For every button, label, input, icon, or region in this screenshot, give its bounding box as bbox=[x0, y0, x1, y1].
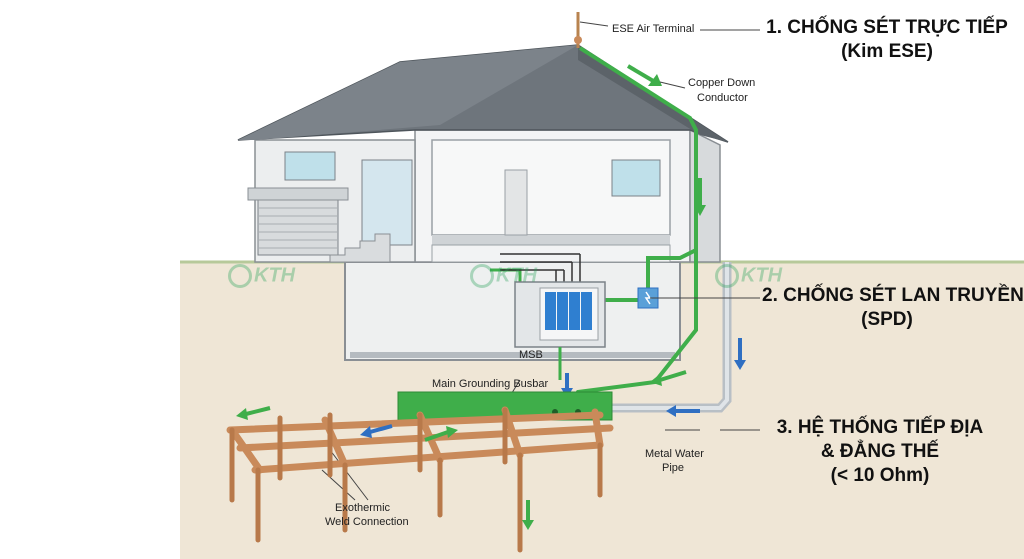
label-water-pipe-1: Metal Water bbox=[645, 448, 704, 460]
arrow-down-conductor-1 bbox=[626, 64, 657, 84]
label-weld-2: Weld Connection bbox=[325, 516, 409, 528]
garage-door bbox=[257, 199, 339, 256]
watermark-left: KTH bbox=[228, 264, 295, 288]
spd-modules bbox=[545, 292, 592, 330]
arrow-green-left bbox=[659, 370, 687, 382]
window-right bbox=[611, 159, 661, 197]
heading-surge-protection: 2. CHỐNG SÉT LAN TRUYỀN (SPD) bbox=[762, 284, 1024, 332]
heading-2-line-2: (SPD) bbox=[861, 309, 913, 330]
label-main-grounding-busbar: Main Grounding Busbar bbox=[432, 378, 549, 390]
heading-3-line-2: & ĐẲNG THẾ bbox=[820, 441, 940, 462]
heading-2-line-1: 2. CHỐNG SÉT LAN TRUYỀN bbox=[762, 285, 1024, 306]
label-msb: MSB bbox=[519, 349, 543, 361]
arrow-grid-left bbox=[245, 406, 271, 416]
watermark-center: KTH bbox=[470, 264, 537, 288]
heading-grounding-system: 3. HỆ THỐNG TIẾP ĐỊA & ĐẲNG THẾ (< 10 Oh… bbox=[760, 416, 1000, 488]
main-grounding-busbar bbox=[397, 391, 613, 421]
heading-3-line-1: 3. HỆ THỐNG TIẾP ĐỊA bbox=[776, 417, 984, 438]
watermark-text: KTH bbox=[496, 264, 538, 287]
watermark-text: KTH bbox=[741, 264, 783, 287]
arrow-grid-green bbox=[424, 430, 449, 442]
ground-rods bbox=[229, 407, 603, 553]
watermark-text: KTH bbox=[254, 264, 296, 287]
heading-1-line-1: 1. CHỐNG SÉT TRỰC TIẾP bbox=[766, 17, 1008, 38]
label-copper-down-1: Copper Down bbox=[688, 77, 756, 89]
canopy bbox=[247, 187, 349, 201]
watermark-right: KTH bbox=[715, 264, 782, 288]
label-weld-1: Exothermic bbox=[335, 502, 391, 514]
stairs bbox=[329, 233, 391, 263]
heading-1-line-2: (Kim ESE) bbox=[841, 41, 933, 62]
label-water-pipe-2: Pipe bbox=[662, 462, 685, 474]
heading-direct-protection: 1. CHỐNG SÉT TRỰC TIẾP (Kim ESE) bbox=[762, 16, 1012, 64]
heading-3-line-3: (< 10 Ohm) bbox=[830, 465, 930, 486]
door bbox=[504, 169, 528, 236]
glass-door bbox=[361, 159, 413, 246]
label-copper-down-2: Conductor bbox=[697, 92, 748, 104]
label-ese-air-terminal: ESE Air Terminal bbox=[612, 23, 695, 35]
arrow-grid-blue bbox=[369, 424, 393, 434]
window-left-upper bbox=[284, 151, 336, 181]
roof-front bbox=[238, 45, 578, 140]
